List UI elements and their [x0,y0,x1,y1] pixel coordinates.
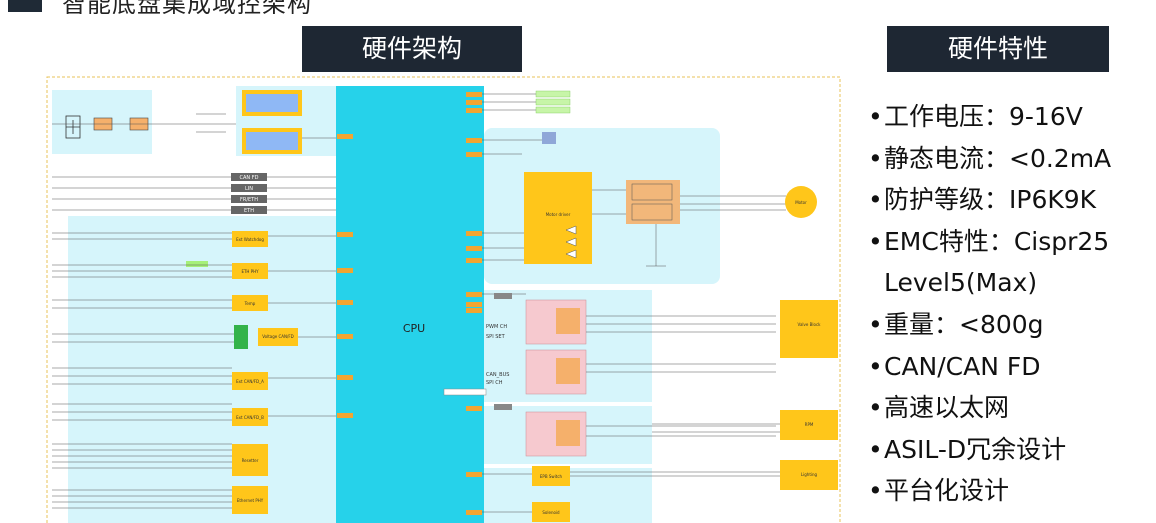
svg-text:Ext CAN/FD_B: Ext CAN/FD_B [236,415,264,420]
hardware-architecture-diagram: CPU PWM CH SPI SET CAN_BUS SPI CH CAN FD… [46,76,841,523]
lighting-label: Lighting [801,472,818,477]
bus-label: CAN FD [240,175,259,181]
power-tags [535,90,571,114]
feature-item: •防护等级：IP6K9K [868,185,1097,215]
left-blocks: Ext Watchdog ETH PHY Temp Voltage CAN/FD… [186,231,298,514]
rpm-block [780,410,838,440]
rpm-label: RPM [805,422,814,427]
hardware-architecture-header: 硬件架构 [302,26,522,72]
block-temp [232,295,268,311]
svg-text:Voltage CAN/FD: Voltage CAN/FD [262,334,294,339]
feature-item: •工作电压：9-16V [868,102,1083,131]
switch-block [532,466,570,486]
feature-item: •EMC特性：Cispr25 [868,226,1110,256]
block-ethernet-phy [232,486,268,514]
feature-item: •ASIL-D冗余设计 [868,434,1067,464]
hardware-features-header: 硬件特性 [887,26,1109,72]
feature-item: •CAN/CAN FD [868,351,1041,381]
svg-text:Solenoid: Solenoid [542,510,560,515]
cpu-pin-label: SPI SET [486,334,506,340]
title-marker-block [8,0,42,12]
block-eth-phy [232,263,268,279]
svg-text:Ext CAN/FD_A: Ext CAN/FD_A [236,379,264,384]
feature-item: •静态电流：<0.2mA [868,143,1112,173]
valve-block-label: Valve Block [798,322,822,327]
motor-driver-block [524,172,592,264]
bus-label: LIN [245,186,253,192]
motor-driver-label: Motor driver [546,212,571,217]
motor-driver-zone [484,128,720,284]
motor-circle [785,186,817,218]
svg-text:Temp: Temp [244,301,256,306]
block-can-a [232,372,268,390]
cpu-pins [337,92,482,515]
bus-label: FR/ETH [240,197,258,203]
cpu-pin-label: SPI CH [486,380,503,386]
h-bridge-block [626,180,680,224]
block-green-tag [186,261,208,267]
feature-item-continuation: Level5(Max) [884,268,1038,298]
cpu-block [336,86,484,523]
motor-label: Motor [795,200,807,205]
feature-item: •高速以太网 [868,393,1010,423]
bus-label: ETH [244,208,254,214]
svg-text:Resetter: Resetter [242,458,259,463]
block-power-monitor [232,231,268,247]
cpu-pin-label: CAN_BUS [486,372,509,378]
hardware-feature-list: •工作电压：9-16V •静态电流：<0.2mA •防护等级：IP6K9K •E… [868,96,1156,512]
feature-item: •重量：<800g [868,309,1044,339]
svg-text:Ext Watchdog: Ext Watchdog [236,237,264,242]
feature-item: •平台化设计 [868,476,1010,506]
lighting-block [780,460,838,490]
cpu-label: CPU [403,322,425,335]
block-can-b [232,408,268,426]
block-reset [232,444,268,476]
valve-drivers [443,293,587,457]
svg-text:Ethernet PHY: Ethernet PHY [237,498,264,503]
cpu-pin-label: PWM CH [486,324,507,330]
block-green-transceiver [234,325,248,349]
solenoid-block [532,502,570,522]
small-chip [542,132,556,144]
diagram-boundary [46,76,841,523]
sensor-zone [68,216,336,523]
slide-title: 智能底盘集成域控架构 [62,0,312,14]
valve-block [780,300,838,358]
bus-tags: CAN FD LIN FR/ETH ETH [231,173,267,214]
svg-text:EPB Switch: EPB Switch [540,474,563,479]
svg-text:ETH PHY: ETH PHY [241,269,259,274]
slide-title-bar: 智能底盘集成域控架构 [0,0,1156,14]
block-voltage-monitor [258,328,298,346]
